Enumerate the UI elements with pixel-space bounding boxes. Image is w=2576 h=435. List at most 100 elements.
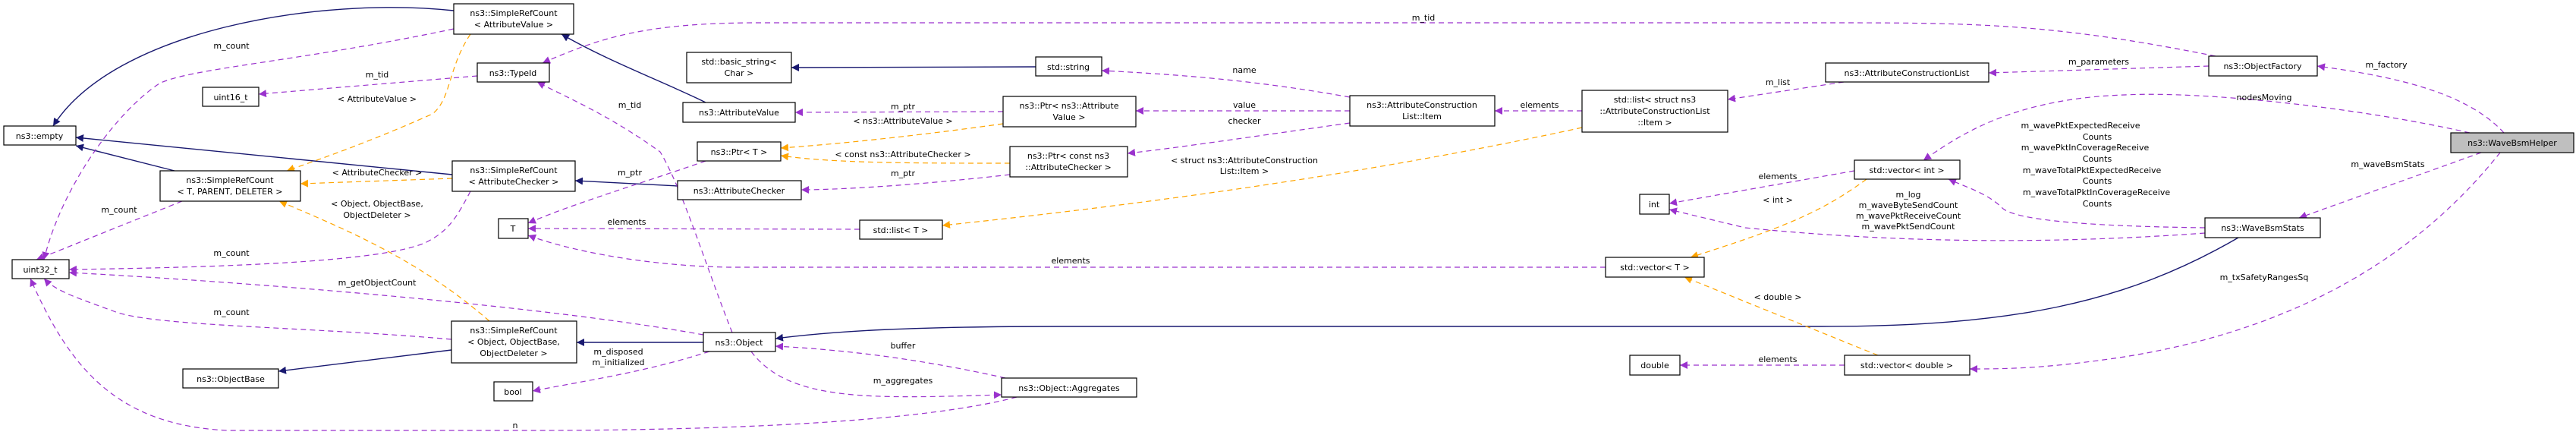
edge-aggr-uint32 bbox=[30, 278, 1018, 431]
edge-label: name bbox=[1232, 65, 1256, 75]
template-edges bbox=[278, 33, 1879, 356]
node-simplerefcount-t[interactable]: ns3::SimpleRefCount< T, PARENT, DELETER … bbox=[159, 170, 301, 202]
edge-wbstats-int bbox=[1669, 207, 2206, 241]
edge-label: m_waveTotalPktInCoverageReceive bbox=[2023, 188, 2170, 197]
node-label: List::Item bbox=[1402, 112, 1442, 121]
edge-attrval-srcav bbox=[561, 33, 706, 103]
edge-label: m_parameters bbox=[2068, 57, 2129, 67]
edge-label: value bbox=[1233, 100, 1256, 110]
node-bool[interactable]: bool bbox=[493, 381, 533, 402]
node-std-string[interactable]: std::string bbox=[1035, 56, 1102, 77]
edge-typeid-uint16 bbox=[258, 75, 478, 98]
usage-edges bbox=[30, 22, 2505, 431]
node-label: ns3::SimpleRefCount bbox=[470, 165, 558, 175]
node-label: std::vector< double > bbox=[1860, 361, 1953, 370]
edge-label: elements bbox=[607, 217, 646, 227]
node-label: ::AttributeConstructionList bbox=[1599, 106, 1710, 116]
edge-label: Counts bbox=[2083, 154, 2112, 164]
edge-helper-factory bbox=[2317, 63, 2505, 134]
edge-acl-liststruct bbox=[1727, 81, 1845, 102]
node-list-t[interactable]: std::list< T > bbox=[859, 219, 943, 240]
edge-ptrt-t bbox=[527, 160, 706, 224]
edge-label: checker bbox=[1228, 116, 1261, 126]
node-label: ObjectDeleter > bbox=[480, 348, 547, 358]
node-uint16[interactable]: uint16_t bbox=[202, 87, 259, 107]
node-object-aggregates[interactable]: ns3::Object::Aggregates bbox=[1001, 377, 1137, 398]
node-uint32[interactable]: uint32_t bbox=[11, 259, 70, 279]
edge-label: m_waveBsmStats bbox=[2351, 159, 2425, 169]
node-t[interactable]: T bbox=[498, 218, 529, 239]
edge-label: m_initialized bbox=[592, 358, 644, 367]
node-label: < T, PARENT, DELETER > bbox=[178, 187, 283, 197]
node-label: int bbox=[1649, 200, 1660, 210]
edge-object-bool bbox=[532, 351, 710, 394]
node-label: < AttributeValue > bbox=[474, 20, 553, 30]
edge-label: m_tid bbox=[366, 70, 389, 80]
edge-label: < const ns3::AttributeChecker > bbox=[835, 150, 970, 159]
node-objectbase[interactable]: ns3::ObjectBase bbox=[182, 368, 279, 389]
edge-label: m_aggregates bbox=[873, 376, 933, 386]
edge-label: elements bbox=[1520, 100, 1558, 110]
edge-aclitem-string bbox=[1101, 67, 1351, 98]
edge-label: Counts bbox=[2083, 199, 2112, 209]
node-wavebsmstats[interactable]: ns3::WaveBsmStats bbox=[2204, 217, 2321, 238]
node-basic-string[interactable]: std::basic_string<Char > bbox=[686, 52, 792, 84]
node-ptr-attributevalue[interactable]: ns3::Ptr< ns3::AttributeValue > bbox=[1002, 96, 1137, 128]
node-label: std::basic_string< bbox=[701, 57, 776, 67]
node-object[interactable]: ns3::Object bbox=[703, 332, 776, 352]
edge-wbstats-vecint bbox=[1948, 178, 2206, 229]
edge-factory-typeid bbox=[542, 22, 2216, 64]
edge-labels: m_count m_tid < AttributeValue > < Attri… bbox=[101, 13, 2425, 430]
node-double[interactable]: double bbox=[1629, 355, 1681, 376]
node-simplerefcount-attributevalue[interactable]: ns3::SimpleRefCount< AttributeValue > bbox=[453, 3, 574, 35]
node-label: ns3::SimpleRefCount bbox=[186, 175, 274, 185]
node-attributeconstructionlist[interactable]: ns3::AttributeConstructionList bbox=[1825, 62, 1989, 83]
node-label: ns3::Ptr< T > bbox=[711, 147, 768, 157]
node-vector-double[interactable]: std::vector< double > bbox=[1844, 355, 1971, 376]
edge-label: m_disposed bbox=[593, 347, 643, 357]
node-label: ns3::Object bbox=[716, 338, 764, 348]
node-label: ns3::AttributeConstruction bbox=[1367, 100, 1477, 110]
edge-srcac-uint32 bbox=[68, 191, 471, 273]
edge-helper-vecint bbox=[1923, 93, 2471, 161]
edge-label: elements bbox=[1051, 256, 1090, 266]
node-attributechecker[interactable]: ns3::AttributeChecker bbox=[677, 180, 802, 200]
node-wavebsmhelper[interactable]: ns3::WaveBsmHelper bbox=[2450, 132, 2574, 153]
node-vector-t[interactable]: std::vector< T > bbox=[1605, 257, 1705, 278]
node-list-struct-item[interactable]: std::list< struct ns3::AttributeConstruc… bbox=[1581, 90, 1728, 133]
node-attributevalue[interactable]: ns3::AttributeValue bbox=[682, 102, 796, 123]
node-label: ns3::Ptr< ns3::Attribute bbox=[1020, 101, 1119, 111]
edge-label: elements bbox=[1758, 355, 1797, 364]
node-int[interactable]: int bbox=[1639, 194, 1670, 215]
node-simplerefcount-attributechecker[interactable]: ns3::SimpleRefCount< AttributeChecker > bbox=[451, 160, 576, 192]
node-label: std::vector< T > bbox=[1620, 263, 1689, 273]
node-label: Char > bbox=[725, 68, 754, 78]
node-label: ns3::AttributeValue bbox=[699, 108, 779, 118]
node-label: ns3::SimpleRefCount bbox=[470, 326, 558, 336]
edge-srcav-empty bbox=[52, 7, 454, 127]
node-simplerefcount-object[interactable]: ns3::SimpleRefCount< Object, ObjectBase,… bbox=[451, 320, 577, 364]
node-vector-int[interactable]: std::vector< int > bbox=[1854, 159, 1961, 180]
edge-label: < struct ns3::AttributeConstruction bbox=[1171, 156, 1318, 165]
node-empty[interactable]: ns3::empty bbox=[3, 125, 77, 146]
edge-label: elements bbox=[1758, 172, 1797, 181]
edge-label: m_ptr bbox=[891, 102, 916, 112]
node-label: Value > bbox=[1053, 112, 1086, 122]
edge-label: Counts bbox=[2083, 176, 2112, 186]
edge-label: m_wavePktInCoverageReceive bbox=[2021, 143, 2150, 153]
node-objectfactory[interactable]: ns3::ObjectFactory bbox=[2208, 55, 2318, 77]
node-attributeconstructionlist-item[interactable]: ns3::AttributeConstructionList::Item bbox=[1349, 95, 1496, 127]
edge-srcobj-uint32 bbox=[43, 278, 452, 340]
node-label: ns3::Ptr< const ns3 bbox=[1027, 151, 1109, 161]
node-label: ns3::AttributeConstructionList bbox=[1845, 68, 1971, 78]
node-ptr-t[interactable]: ns3::Ptr< T > bbox=[697, 141, 782, 162]
edge-helper-wbstats bbox=[2298, 152, 2482, 219]
edge-srcav-srct bbox=[286, 33, 471, 172]
node-label: uint16_t bbox=[213, 93, 248, 102]
node-typeid[interactable]: ns3::TypeId bbox=[477, 62, 550, 83]
edge-label: < int > bbox=[1763, 195, 1793, 205]
node-ptr-attributechecker[interactable]: ns3::Ptr< const ns3::AttributeChecker > bbox=[1009, 146, 1128, 178]
edge-label: m_ptr bbox=[891, 169, 916, 178]
edge-label: m_waveByteSendCount bbox=[1859, 200, 1958, 210]
node-label: double bbox=[1640, 361, 1669, 370]
